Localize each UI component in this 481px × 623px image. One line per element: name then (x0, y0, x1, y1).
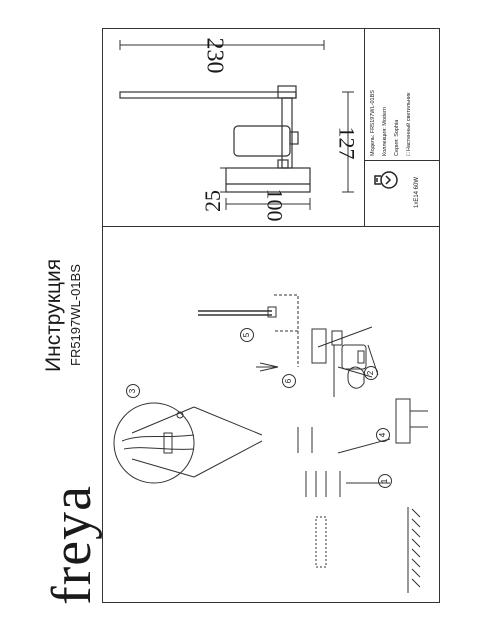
spec-row-collection: Коллекция: Modern (382, 107, 388, 156)
callout-4: 4 (376, 428, 390, 442)
wiring-detail-circle (113, 402, 195, 484)
spec-value: FR5197WL-01BS (370, 90, 376, 134)
dim-height-label: 127 (334, 126, 360, 160)
instruction-frame (102, 28, 440, 603)
base-dimension-line (220, 167, 232, 193)
spec-inner-divider (364, 160, 440, 161)
depth-dimension-line (225, 198, 311, 210)
dim-width-label: 230 (201, 37, 228, 74)
spec-value: Настенный светильник (406, 92, 412, 152)
frame-divider (102, 226, 440, 227)
spec-row-type: □ Настенный светильник (406, 93, 412, 156)
base-outline (225, 159, 311, 193)
callout-6: 6 (282, 374, 296, 388)
lamp-spec-label: 1xE14 60W (414, 176, 420, 208)
callout-5: 5 (240, 328, 254, 342)
width-dimension-line (119, 40, 325, 50)
bulb-icon (374, 171, 398, 189)
spec-block: Модель: FR5197WL-01BS Коллекция: Modern … (366, 30, 438, 158)
wall-lamp-icon: □ (406, 152, 412, 156)
spec-row-series: Серия: Sophia (394, 120, 400, 156)
shade-outline (233, 125, 299, 157)
callout-3: 3 (126, 384, 140, 398)
spec-label: Коллекция: (382, 127, 388, 156)
callout-1: 1 (378, 474, 392, 488)
callout-2: 2 (364, 366, 378, 380)
dimension-drawing (119, 40, 354, 210)
spec-row-model: Модель: FR5197WL-01BS (370, 90, 376, 156)
spec-label: Модель: (370, 134, 376, 156)
spec-label: Серия: (394, 138, 400, 156)
spec-value: Modern (382, 107, 388, 126)
brand-logo: freya (41, 484, 103, 605)
spec-value: Sophia (394, 119, 400, 137)
assembly-drawing (113, 294, 428, 593)
model-code: FR5197WL-01BS (68, 264, 83, 366)
dim-base-label: 25 (200, 190, 225, 212)
height-dimension-line (342, 91, 354, 193)
page-title: Инструкция (42, 258, 65, 372)
spec-divider (364, 28, 365, 226)
dim-depth-label: 100 (262, 188, 288, 222)
